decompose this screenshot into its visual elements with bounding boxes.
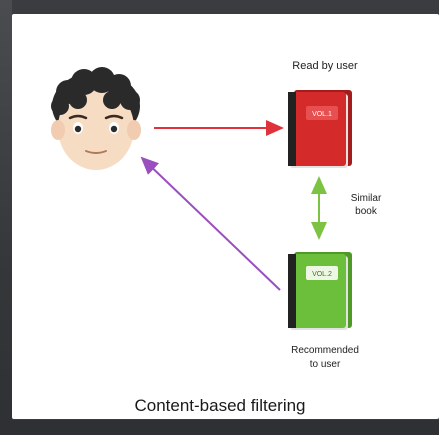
- similar-book-label: Similar book: [350, 193, 382, 217]
- slide-border-bottom: [0, 420, 439, 435]
- read-book-cover-label: VOL.1: [312, 111, 332, 118]
- read-book-icon: VOL.1: [288, 90, 352, 168]
- slide-border-left: [0, 0, 12, 435]
- recommended-book-icon: VOL.2: [288, 252, 352, 330]
- recommend-to-user-arrow: [140, 156, 281, 291]
- user-face-icon: [51, 67, 141, 170]
- recommended-to-user-label: Recommended to user: [291, 345, 359, 370]
- recommended-book-cover-label: VOL.2: [312, 271, 332, 278]
- diagram-caption: Content-based filtering: [134, 396, 306, 415]
- read-by-user-label: Read by user: [292, 60, 358, 72]
